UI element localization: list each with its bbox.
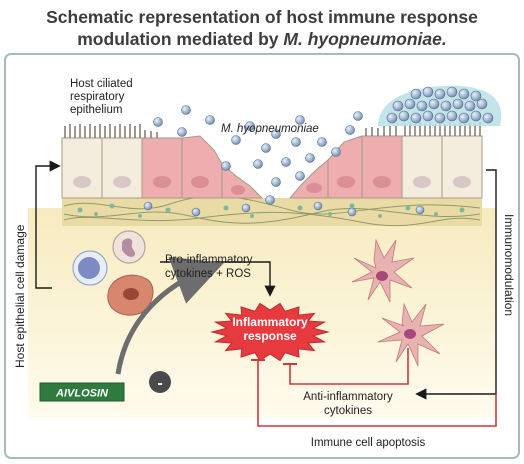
epithelium-label-line-1: Host ciliated	[70, 78, 133, 90]
proinflammatory-label-line-2: cytokines + ROS	[165, 268, 251, 280]
epithelial-cell	[401, 135, 443, 199]
mycoplasma-particles	[143, 105, 425, 217]
inflammatory-response-label-line-2: response	[243, 329, 297, 343]
epithelium-label-line-2: respiratory	[70, 91, 125, 103]
cilia-left	[64, 124, 158, 138]
figure-frame	[4, 53, 520, 459]
aivlosin-logo: AIVLOSIN	[39, 382, 125, 402]
immunomodulation-label: Immunomodulation	[502, 214, 516, 316]
macrophage-cell	[107, 274, 154, 316]
damaged-epithelial-cell	[361, 135, 403, 199]
damaged-epithelial-cell	[181, 135, 223, 199]
epithelial-damage-label: Host epithelial cell damage	[13, 224, 27, 368]
dendritic-cell-bottom	[377, 302, 445, 367]
inflammatory-response-label-line-1: Inflammatory	[232, 315, 308, 329]
damaged-epithelial-cell	[141, 137, 183, 199]
lymphocyte-cell	[72, 250, 108, 286]
apoptosis-inhibition-line	[257, 360, 497, 427]
pathogen-label: M. hyopneumoniae	[221, 123, 319, 135]
proinflammatory-label-line-1: Pro-inflammatory	[165, 254, 253, 266]
title-line-1: Schematic representation of host immune …	[46, 7, 478, 27]
title-line-2: modulation mediated by M. hyopneumoniae.	[0, 28, 524, 50]
epithelium-label-line-3: epithelium	[70, 104, 122, 116]
antiinflammatory-inhibition-line	[289, 348, 409, 385]
figure-title: Schematic representation of host immune …	[0, 6, 524, 50]
title-organism-name: M. hyopneumoniae.	[283, 29, 447, 49]
inhibition-minus-badge	[149, 371, 171, 393]
damaged-epithelial-cell	[327, 135, 363, 199]
epithelial-cell	[441, 135, 483, 199]
inhibition-minus-symbol: -	[157, 375, 162, 392]
logo-wordmark: AIVLOSIN	[55, 388, 109, 400]
antiinflammatory-label-line-2: cytokines	[324, 405, 372, 417]
dendritic-cell-top	[351, 238, 415, 303]
apoptosis-label: Immune cell apoptosis	[311, 437, 426, 449]
damaged-epithelial-cell	[288, 158, 329, 199]
immunomodulation-arrow	[415, 169, 497, 400]
biofilm-cluster	[378, 85, 502, 126]
cilia-right	[365, 122, 481, 136]
neutrophil-cell	[112, 230, 146, 264]
cell-nuclei	[73, 176, 471, 195]
epithelial-cell	[101, 137, 143, 199]
antiinflammatory-label-line-1: Anti-inflammatory	[303, 391, 393, 403]
epithelial-damage-arrow	[35, 160, 61, 289]
drug-action-arrow	[115, 256, 225, 375]
title-line-2-prefix: modulation mediated by	[77, 29, 284, 49]
collagen-fibers	[63, 195, 481, 227]
epithelial-cell-row	[61, 135, 483, 199]
epithelial-cell	[61, 137, 103, 199]
inflammatory-starburst	[210, 302, 330, 362]
